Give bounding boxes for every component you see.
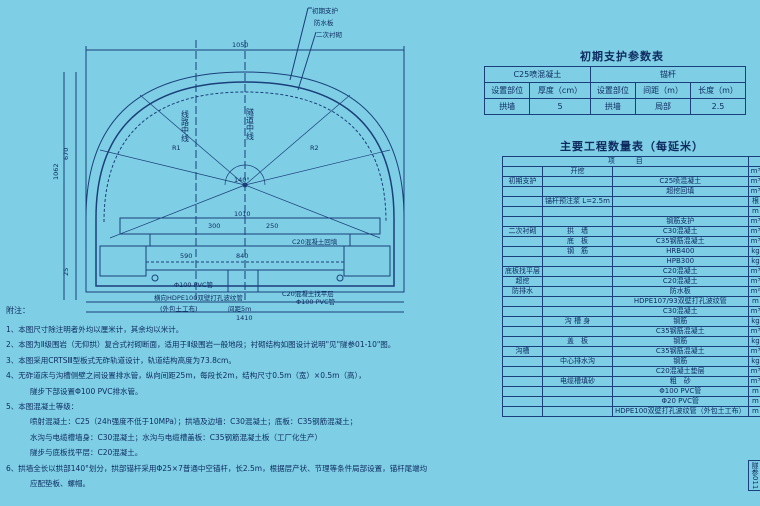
cable-trench-left (99, 245, 147, 277)
dim-elev-a: 670 (62, 148, 70, 160)
dim-elev-c: 25 (62, 268, 70, 276)
dim-r1: R1 (172, 144, 181, 152)
notes: 1、本图尺寸除注明者外均以厘米计，其余均以米计。 2、本图为Ⅱ级围岩（无仰拱）复… (6, 322, 476, 491)
table-row: 沟 槽 身钢筋kg28.17 (502, 316, 760, 327)
table-row: m10 (502, 206, 760, 217)
table-row: 底 板C35钢筋混凝土m³2.5 (502, 236, 760, 247)
label-main-pipe: C20混凝土回填 (292, 237, 338, 246)
label-pvc-b: Φ100 PVC管 (296, 297, 335, 306)
table-row: HDPE107/93双壁打孔波纹管m2.47 (502, 296, 760, 307)
table1-title: 初期支护参数表 (580, 50, 664, 63)
dim-elev-b: 1062 (52, 163, 60, 180)
table-row: 底板找平层C20混凝土m³0.83 (502, 266, 760, 277)
table-row: 超挖C20混凝土m³0.032 (502, 276, 760, 287)
drawing-stamp: 隧参011 (748, 460, 760, 492)
note-line: 6、拱墙全长以拱部140°划分，拱部锚杆采用Φ25×7普通中空锚杆，长2.5m，… (6, 463, 428, 473)
t1-anchor: 锚杆 (589, 66, 747, 83)
table-row: C20混凝土垫层m³0.14 (502, 366, 760, 377)
support-params-table: C25喷混凝土 锚杆 设置部位 厚度（cm） 设置部位 间距（m） 长度（m） … (483, 66, 747, 115)
label-filler: C20混凝土找平层 (282, 289, 334, 298)
callout-membrane: 防水板 (314, 18, 334, 27)
dim-250: 250 (266, 222, 278, 230)
quantities-table: 项 目 数 量 开挖m³128.55初期支护C25喷混凝土m³1.73超挖回填m… (502, 156, 760, 417)
table-row: C30混凝土m³2.351 (502, 306, 760, 317)
inner-lining-outline (95, 81, 395, 287)
table-row: Φ100 PVC管m2.81 (502, 386, 760, 397)
table-row: 初期支护C25喷混凝土m³1.73 (502, 176, 760, 187)
table-row: HDPE100双壁打孔波纹管（外包土工布）m1.76 (502, 406, 760, 417)
notes-heading: 附注： (6, 306, 30, 315)
label-spacing: 间距5m (228, 305, 251, 313)
table-row: 开挖m³128.55 (502, 166, 760, 177)
label-hdpe: 横向HDPE100双壁打孔波纹管 (154, 293, 243, 302)
centerline-label-tunnel: 隧道中线 (246, 107, 255, 140)
centerline-label-track: 线路中线 (181, 109, 190, 142)
callout-primary: 初期支护 (312, 6, 338, 15)
table-row: C35钢筋混凝土m³0.256 (502, 326, 760, 337)
track-slab (119, 217, 381, 235)
note-line: 2、本图为Ⅱ级围岩（无仰拱）复合式衬砌断面，适用于Ⅱ级围岩一般地段；衬砌结构如图… (6, 340, 396, 350)
callout-lining: 二次衬砌 (316, 30, 343, 39)
table-row: Φ20 PVC管m0.13 (502, 396, 760, 407)
dim-140: 140° (234, 176, 250, 184)
note-line: 隧步下部设置Φ100 PVC排水管。 (30, 386, 143, 396)
table-row: HPB300kg74.39 (502, 256, 760, 267)
note-line: 隧步与底板找平层：C20混凝土。 (30, 448, 143, 458)
label-pvc-a: Φ100 PVC管 (174, 280, 213, 289)
table-row: 钢 筋HRB400kg86.23 (502, 246, 760, 257)
note-line: 喷射混凝土：C25（24h强度不低于10MPa）；拱墙及边墙：C30混凝土；底板… (30, 417, 358, 427)
dim-590: 590 (180, 252, 192, 260)
dim-1050: 1050 (232, 41, 249, 49)
note-line: 应配垫板、螺帽。 (30, 479, 90, 489)
primary-support-outline (85, 71, 405, 293)
table-row: 沟槽C35钢筋混凝土m³0.592 (502, 346, 760, 357)
dim-1410: 1410 (236, 314, 253, 322)
table-row: 中心排水沟钢筋kg61.48 (502, 356, 760, 367)
note-line: 5、本图混凝土等级： (6, 402, 79, 412)
note-line: 1、本图尺寸除注明者外均以厘米计，其余均以米计。 (6, 325, 184, 334)
cable-trench-right (343, 245, 391, 277)
table-row: 锚杆预注浆 L=2.5m根4 (502, 196, 760, 207)
t1-c25: C25喷混凝土 (484, 66, 591, 83)
note-line: 水沟与电缆槽墙身：C30混凝土；水沟与电缆槽盖板：C35钢筋混凝土板（工厂化生产… (30, 432, 323, 442)
dim-1010: 1010 (234, 210, 251, 218)
dim-300: 300 (208, 222, 220, 230)
table-row: 盖 板钢筋kg18.725 (502, 336, 760, 347)
dim-840: 840 (236, 252, 248, 260)
table-row: 钢筋支护m³0.49 (502, 216, 760, 227)
table-row: 防排水防水板m²27.61 (502, 286, 760, 297)
dim-r2: R2 (310, 144, 319, 152)
label-hdpe-note: (外包土工布) (160, 304, 198, 313)
table2-title: 主要工程数量表（每延米） (560, 140, 704, 153)
table-row: 超挖回填m³1.91 (502, 186, 760, 197)
note-line: 3、本图采用CRTSⅢ型板式无砟轨道设计，轨道结构高度为73.8cm。 (6, 355, 236, 365)
note-line: 4、无砟道床与沟槽侧壁之间设置排水管，纵向间距25m，每段长2m，结构尺寸0.5… (6, 371, 366, 381)
center-drain (227, 269, 259, 293)
